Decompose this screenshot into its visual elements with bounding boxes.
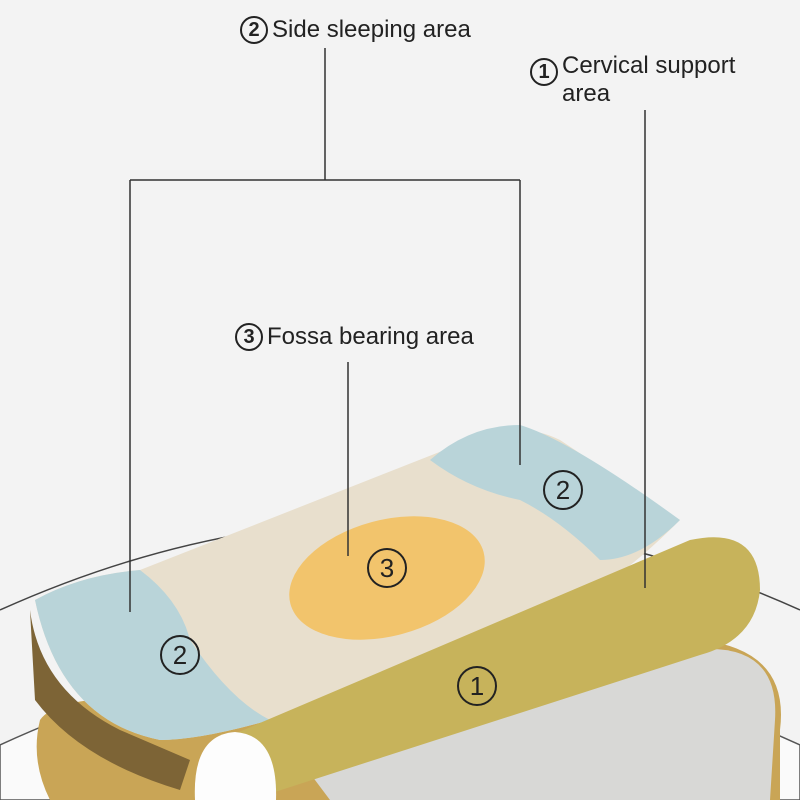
roll-end — [194, 732, 277, 800]
number-3-icon: 3 — [235, 323, 263, 351]
fossa-bearing-text: Fossa bearing area — [267, 323, 474, 350]
marker-right-side-zone: 2 — [543, 470, 583, 510]
pillow-edge — [30, 610, 190, 790]
marker-fossa-zone: 3 — [367, 548, 407, 588]
pillow-base-gray — [300, 648, 776, 800]
marker-left-side-zone: 2 — [160, 635, 200, 675]
fossa-bearing-label: 3 Fossa bearing area — [235, 323, 474, 351]
number-2-icon: 2 — [240, 16, 268, 44]
side-sleeping-text: Side sleeping area — [272, 16, 471, 43]
cervical-support-label: 1 Cervical support area — [530, 52, 780, 108]
leader-lines — [129, 48, 646, 612]
cervical-support-text: Cervical support area — [562, 52, 736, 107]
marker-cervical-zone: 1 — [457, 666, 497, 706]
side-sleeping-label: 2 Side sleeping area — [240, 16, 471, 44]
left-side-zone — [35, 570, 270, 740]
number-1-icon: 1 — [530, 58, 558, 86]
